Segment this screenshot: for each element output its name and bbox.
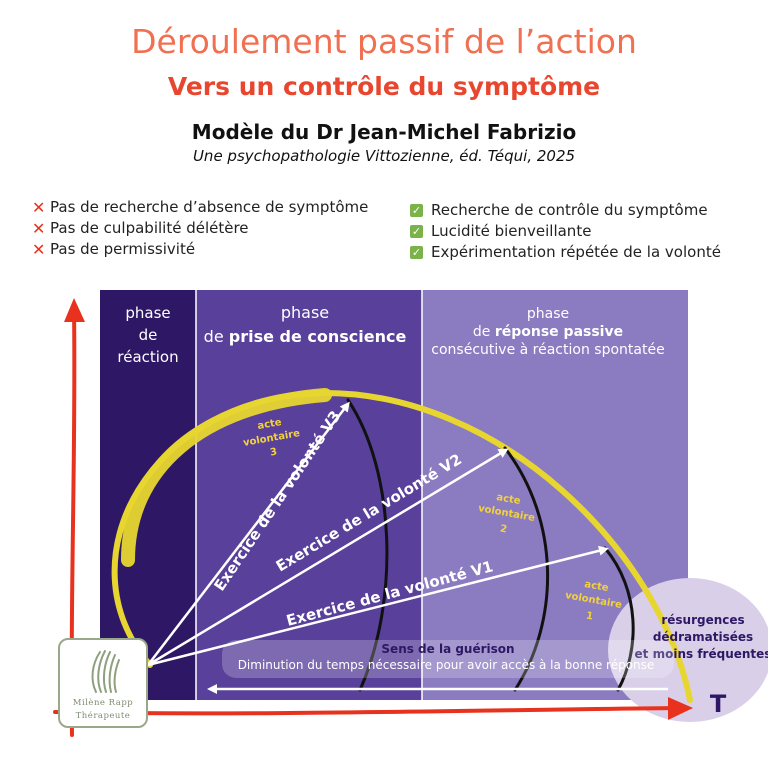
leaf-logo-icon <box>91 650 120 693</box>
phase-conscience-label: phase <box>281 303 329 322</box>
book-reference: Une psychopathologie Vittozienne, éd. Té… <box>192 147 576 165</box>
checkmark-icon: ✓ <box>410 246 423 259</box>
phase-reaction-label: de <box>139 326 158 344</box>
resurgence-bubble <box>608 578 768 722</box>
arrow-v3 <box>147 401 350 666</box>
acte-curve-1 <box>603 546 635 692</box>
positive-list: ✓Recherche de contrôle du symptôme ✓Luci… <box>410 200 721 263</box>
acte-label-1: 1 <box>585 611 594 623</box>
list-item: ✕Pas de recherche d’absence de symptôme <box>32 198 369 217</box>
acte-label-3: acte <box>257 417 283 432</box>
arrow-v2 <box>147 448 509 667</box>
acte-curve-3 <box>346 398 389 692</box>
action-curve-thick <box>121 388 332 567</box>
cross-icon: ✕ <box>32 240 46 259</box>
page-title: Déroulement passif de l’action <box>131 22 637 61</box>
cross-icon: ✕ <box>32 219 46 238</box>
list-item: ✓Expérimentation répétée de la volonté <box>410 243 721 261</box>
resurgence-label: dédramatisées <box>653 630 753 644</box>
healing-direction-title: Sens de la guérison <box>381 642 514 656</box>
logo-profession: Thérapeute <box>75 711 131 721</box>
x-axis-arrowhead <box>668 697 693 720</box>
acte-label-2: acte <box>496 492 522 507</box>
cross-icon: ✕ <box>32 198 46 217</box>
phase-conscience-panel <box>196 290 422 700</box>
page-subtitle: Vers un contrôle du symptôme <box>167 72 601 101</box>
acte-label-2: 2 <box>499 524 508 536</box>
checkmark-icon: ✓ <box>410 204 423 217</box>
therapist-logo: Milène Rapp Thérapeute <box>58 638 148 728</box>
list-item: ✕Pas de permissivité <box>32 240 196 259</box>
list-item: ✕Pas de culpabilité délétère <box>32 219 249 238</box>
phase-reaction-label: réaction <box>117 348 178 366</box>
resurgence-label: résurgences <box>661 613 744 627</box>
phase-reaction-label: phase <box>125 304 170 322</box>
negative-list: ✕Pas de recherche d’absence de symptôme … <box>32 197 368 260</box>
resurgence-label: et moins fréquentes <box>635 647 768 661</box>
healing-direction-box <box>222 640 674 678</box>
acte-label-1: acte <box>584 579 610 594</box>
arrow-v1 <box>147 545 609 667</box>
phase-passive-label: phase <box>527 306 569 322</box>
list-item: ✓Lucidité bienveillante <box>410 222 592 240</box>
logo-name: Milène Rapp <box>72 698 134 708</box>
phase-conscience-label: de prise de conscience <box>204 327 407 346</box>
phase-passive-label: de réponse passive <box>473 324 623 340</box>
acte-curve-2 <box>503 446 550 692</box>
list-item: ✓Recherche de contrôle du symptôme <box>410 201 708 219</box>
model-author: Modèle du Dr Jean-Michel Fabrizio <box>191 120 577 144</box>
acte-label-3: 3 <box>269 447 278 459</box>
time-axis-label: T <box>710 690 727 718</box>
x-axis <box>53 706 682 716</box>
healing-direction-text: Diminution du temps nécessaire pour avoi… <box>238 658 655 672</box>
checkmark-icon: ✓ <box>410 225 423 238</box>
y-axis-arrowhead <box>64 298 85 322</box>
phase-passive-label: consécutive à réaction spontatée <box>431 342 664 358</box>
